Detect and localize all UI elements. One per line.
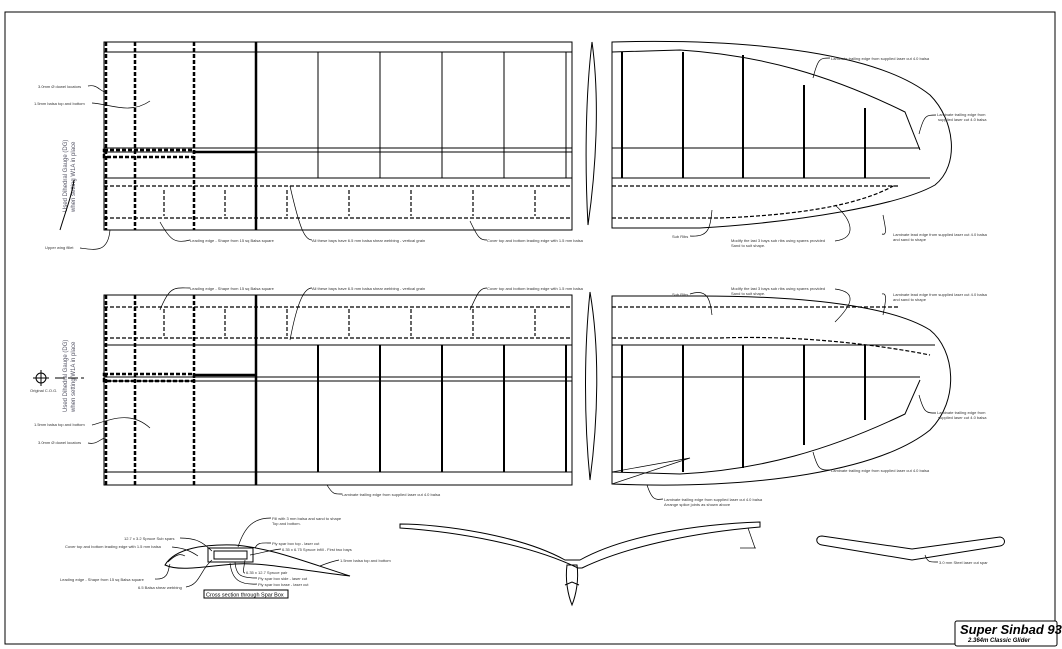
upper-sub-ribs-label: Sub Ribs bbox=[672, 234, 688, 239]
upper-balsa-label: 1.5mm balsa top and bottom bbox=[34, 101, 85, 106]
upper-modify-sub-ribs-2: Sand to suit shape. bbox=[731, 243, 765, 248]
lower-sub-ribs-label: Sub Ribs bbox=[672, 292, 688, 297]
title-main: Super Sinbad 93 bbox=[960, 622, 1062, 637]
cog-icon bbox=[33, 370, 84, 386]
xs-webbing-label: 6.5 Balsa shear webbing bbox=[138, 585, 182, 590]
lower-tip-le-label-1: Laminate lead edge from supplied laser c… bbox=[893, 292, 988, 297]
cog-label: Original C.O.G. bbox=[30, 388, 57, 393]
upper-shear-webbing-label: All these bays have 6.5 mm balsa shear w… bbox=[312, 238, 425, 243]
upper-wing-tip-panel bbox=[611, 40, 952, 229]
lower-te-label: Laminate trailing edge from supplied las… bbox=[342, 492, 441, 497]
xs-spruce-pair-label: 6.35 x 12.7 Spruce pair bbox=[246, 570, 288, 575]
xs-caption: Cross section through Spar Box bbox=[206, 593, 284, 599]
lower-modify-sub-ribs-1: Modify the last 3 bays sub ribs using sp… bbox=[731, 286, 825, 291]
upper-wing-fillet-label: Upper wing fillet bbox=[45, 245, 74, 250]
xs-box-base-label: Ply spar box base - laser cut bbox=[258, 582, 309, 587]
spar-label: 3.0 mm Steel laser cut spar bbox=[939, 560, 988, 565]
xs-infill-label: 6.35 x 6.75 Spruce infill - First two ba… bbox=[282, 547, 352, 552]
xs-caption-box bbox=[203, 589, 289, 599]
upper-wing-root-panel bbox=[102, 41, 573, 231]
upper-tip-te-label: Laminate trailing edge from supplied las… bbox=[831, 56, 930, 61]
upper-wing-root-rib bbox=[585, 41, 597, 226]
lower-leading-edge-label: Leading edge - Shape from 15 sq Balsa sq… bbox=[190, 286, 275, 291]
lower-dihedral-gauge-note-1: Used Dihedral Gauge (DG) bbox=[63, 340, 69, 412]
upper-dihedral-gauge-note-1: Used Dihedral Gauge (DG) bbox=[63, 140, 69, 212]
lower-tip-le-label-2: and sand to shape bbox=[893, 297, 927, 302]
lower-wing-root-panel bbox=[102, 294, 573, 486]
lower-dowel-label: 3.0mm Ø dowel locators bbox=[38, 440, 81, 445]
upper-dowel-label: 3.0mm Ø dowel locators bbox=[38, 84, 81, 89]
lower-wing-tip-panel bbox=[611, 295, 952, 486]
upper-tip-le-label-1: Laminate lead edge from supplied laser c… bbox=[893, 232, 988, 237]
sheet-border bbox=[4, 11, 1056, 645]
glider-outline bbox=[399, 521, 761, 607]
lower-shear-webbing-label: All these bays have 6.5 mm balsa shear w… bbox=[312, 286, 425, 291]
lower-modify-sub-ribs-2: Sand to suit shape. bbox=[731, 291, 765, 296]
title-subtitle: 2.364m Classic Glider bbox=[967, 638, 1031, 644]
xs-box-side-label: Ply spar box side - laser cut bbox=[258, 576, 308, 581]
xs-sub-spars-label: 12.7 x 3.2 Spruce Sub spars bbox=[124, 536, 174, 541]
lower-cover-le-label: Cover top and bottom leading edge with 1… bbox=[487, 286, 584, 291]
upper-tip-le-label-2: and sand to shape bbox=[893, 237, 927, 242]
lower-tip-te-label: Laminate trailing edge from supplied las… bbox=[831, 468, 930, 473]
title-block bbox=[954, 620, 1058, 647]
xs-box-top-label: Ply spar box top - laser cut bbox=[272, 541, 320, 546]
xs-le-label: Leading edge - Shape from 15 sq Balsa sq… bbox=[60, 577, 145, 582]
upper-dihedral-gauge-note-2: when setting W1A in place bbox=[71, 141, 77, 213]
xs-balsa-label: 1.5mm balsa top and bottom bbox=[340, 558, 391, 563]
lower-tip-te2-label-1: Laminate trailing edge from bbox=[937, 410, 986, 415]
lower-tip-te2-label-2: supplied laser cut 4.0 balsa bbox=[938, 415, 987, 420]
lower-balsa-label: 1.5mm balsa top and bottom bbox=[34, 422, 85, 427]
lower-splice-label-1: Laminate trailing edge from supplied las… bbox=[664, 497, 763, 502]
upper-cover-le-label: Cover top and bottom leading edge with 1… bbox=[487, 238, 584, 243]
upper-tip-te2-label-1: Laminate trailing edge from bbox=[937, 112, 986, 117]
upper-modify-sub-ribs-1: Modify the last 3 bays sub ribs using sp… bbox=[731, 238, 825, 243]
xs-fill-label-1: Fill with 3 mm balsa and sand to shape bbox=[272, 516, 342, 521]
spar-box-cross-section bbox=[164, 544, 351, 577]
lower-dihedral-gauge-note-2: when setting W1A in place bbox=[71, 341, 77, 413]
xs-fill-label-2: Top and bottom. bbox=[272, 521, 301, 526]
lower-wing-root-rib bbox=[585, 291, 598, 481]
xs-cover-le-label: Cover top and bottom leading edge with 1… bbox=[65, 544, 162, 549]
upper-leading-edge-label: Leading edge - Shape from 15 sq Balsa sq… bbox=[190, 238, 275, 243]
upper-wing-fillet-shape bbox=[59, 179, 75, 231]
lower-splice-label-2: Arrange splice joints as shown above bbox=[664, 502, 731, 507]
upper-tip-te2-label-2: supplied laser cut 4.0 balsa bbox=[938, 117, 987, 122]
steel-spar-outline bbox=[816, 535, 1005, 561]
